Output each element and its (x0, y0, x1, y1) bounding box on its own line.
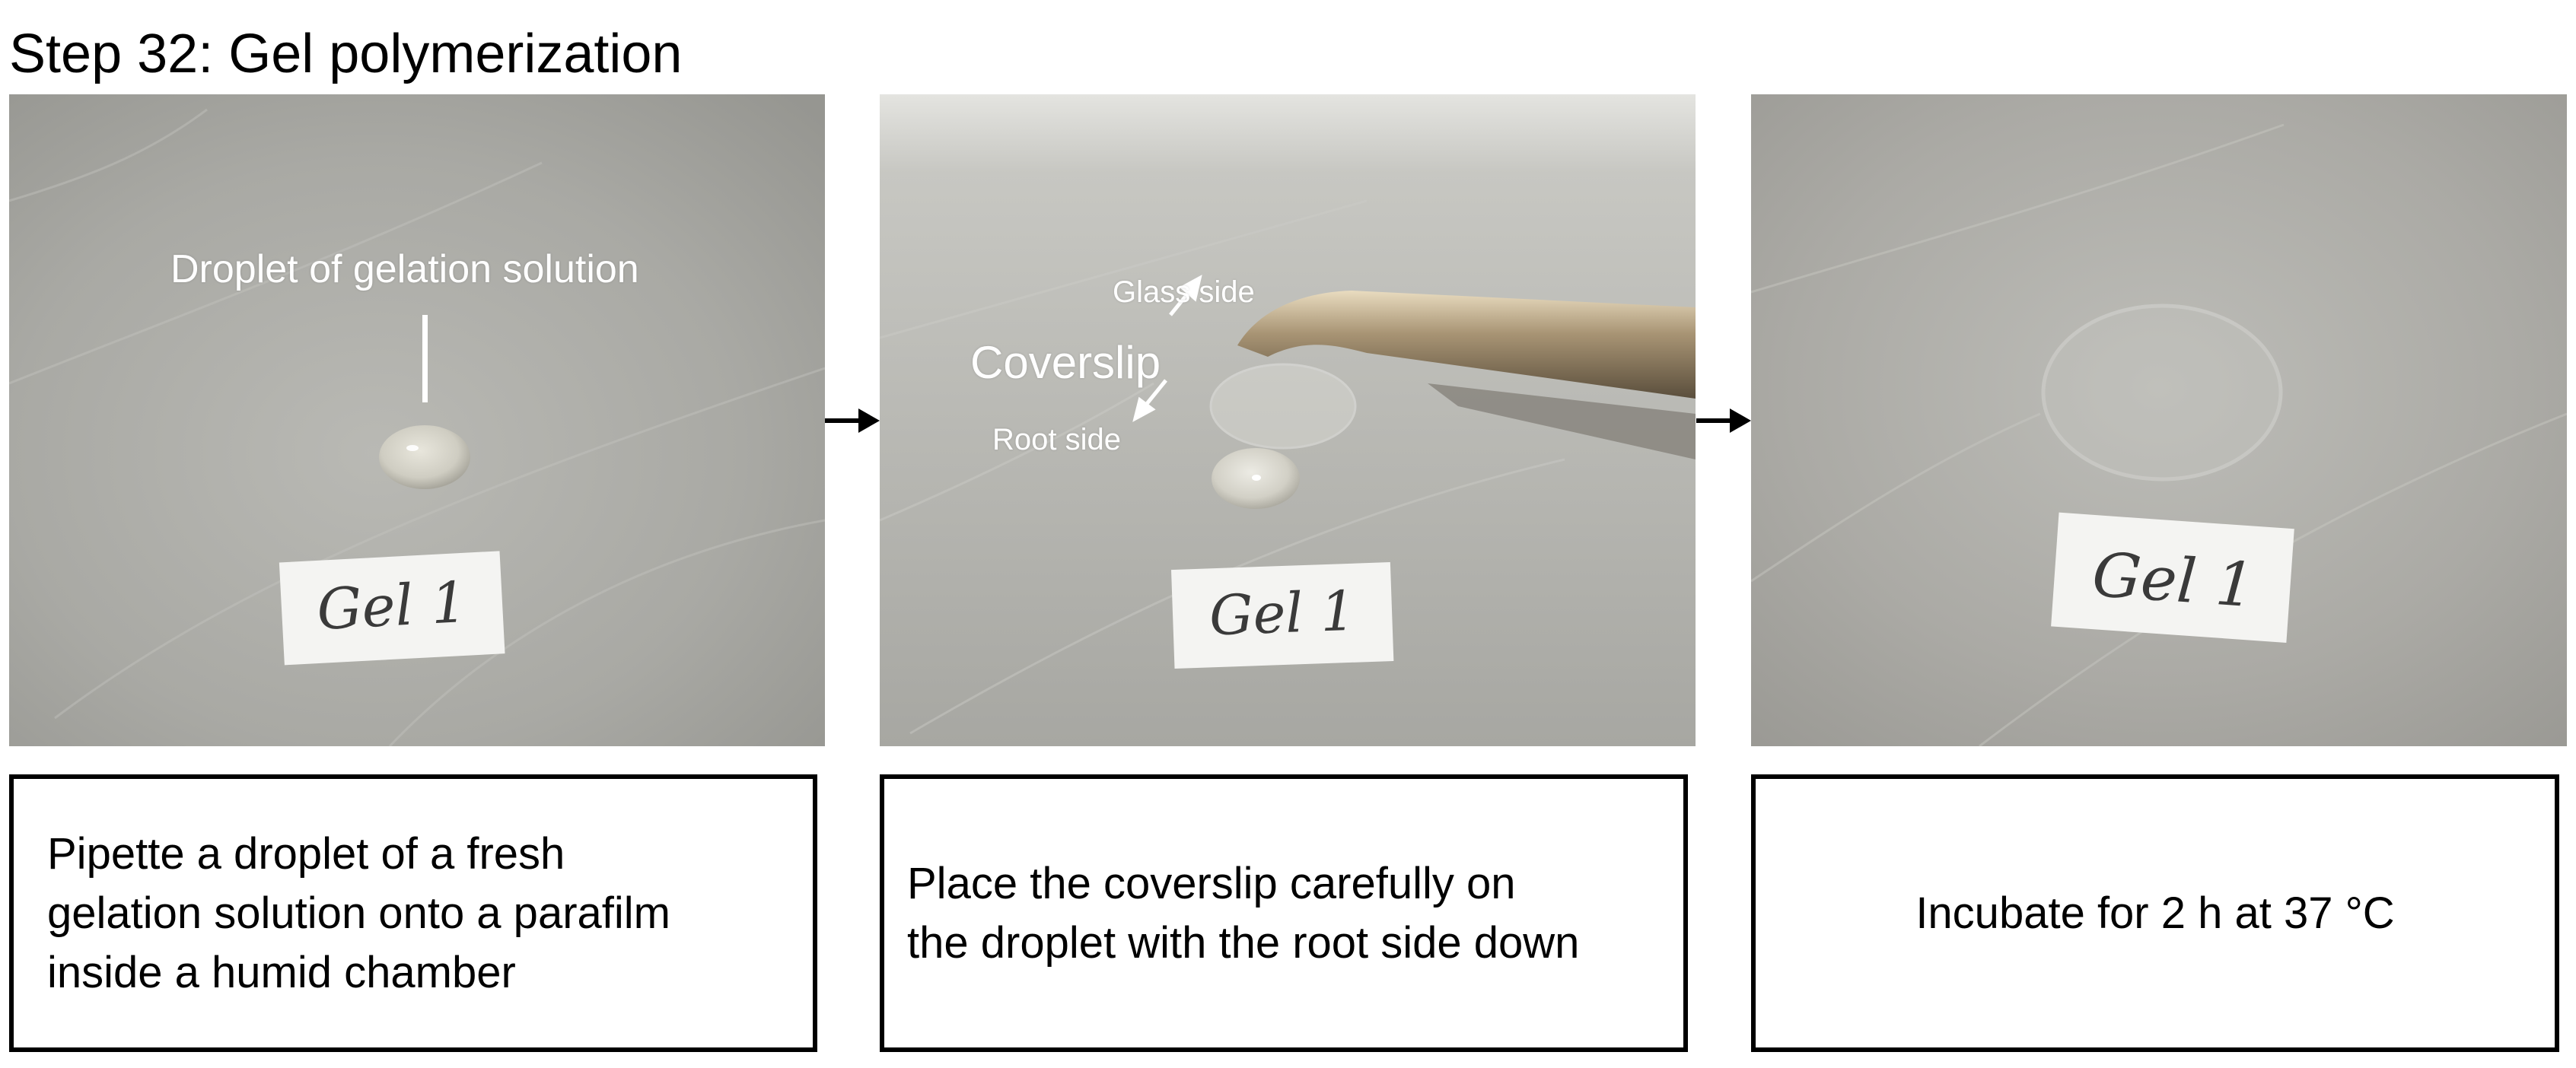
step-description-text: Incubate for 2 h at 37 °C (1915, 888, 2395, 938)
root-side-label: Root side (992, 423, 1121, 456)
step-description-text: Place the coverslip carefully on the dro… (907, 858, 1580, 968)
glass-side-label: Glass side (1113, 275, 1255, 309)
photo-coverslip: Glass side Coverslip Root side Gel 1 (880, 94, 1696, 746)
gel-label-card: Gel 1 (2090, 539, 2257, 621)
gel-label-card: Gel 1 (1208, 578, 1357, 648)
step-description-box: Incubate for 2 h at 37 °C (1751, 774, 2559, 1052)
photo-coverslip-image (880, 94, 1696, 746)
photo-droplet: Droplet of gelation solution Gel 1 (9, 94, 825, 746)
page-title: Step 32: Gel polymerization (9, 24, 683, 84)
step-description-box: Place the coverslip carefully on the dro… (880, 774, 1688, 1052)
photo-droplet-image (9, 94, 825, 746)
photo-incubation-image (1751, 94, 2567, 746)
step-description-text: Pipette a droplet of a fresh gelation so… (47, 828, 670, 997)
gel-label-card: Gel 1 (315, 569, 469, 644)
arrow-right-icon (1696, 408, 1751, 433)
step-description-box: Pipette a droplet of a fresh gelation so… (9, 774, 817, 1052)
arrow-right-icon (825, 408, 880, 433)
droplet-annotation: Droplet of gelation solution (170, 247, 639, 291)
photo-incubation: Gel 1 (1751, 94, 2567, 746)
coverslip-label: Coverslip (970, 337, 1161, 388)
